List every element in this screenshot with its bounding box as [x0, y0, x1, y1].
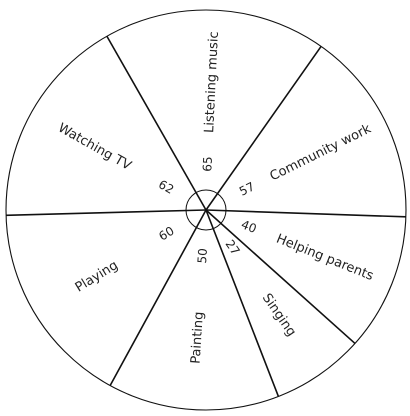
slice-divider	[6, 209, 207, 217]
slice-label-listening-music: Listening music	[202, 31, 222, 133]
slice-divider-group	[6, 35, 406, 397]
slice-divider	[205, 209, 406, 218]
slice-divider	[205, 209, 280, 397]
slice-value-watching-tv: 62	[156, 177, 176, 197]
angle-marker-circle	[185, 189, 227, 231]
slice-label-painting: Painting	[189, 311, 207, 364]
slice-value-listening-music: 65	[200, 156, 215, 172]
slice-divider	[205, 45, 322, 211]
slice-value-community-work: 57	[237, 179, 257, 198]
slice-value-painting: 50	[195, 248, 210, 264]
slice-value-helping-parents: 40	[239, 217, 258, 236]
slice-divider	[205, 209, 356, 345]
slice-divider	[109, 209, 207, 386]
slice-value-playing: 60	[156, 224, 176, 244]
slice-divider	[106, 35, 207, 211]
